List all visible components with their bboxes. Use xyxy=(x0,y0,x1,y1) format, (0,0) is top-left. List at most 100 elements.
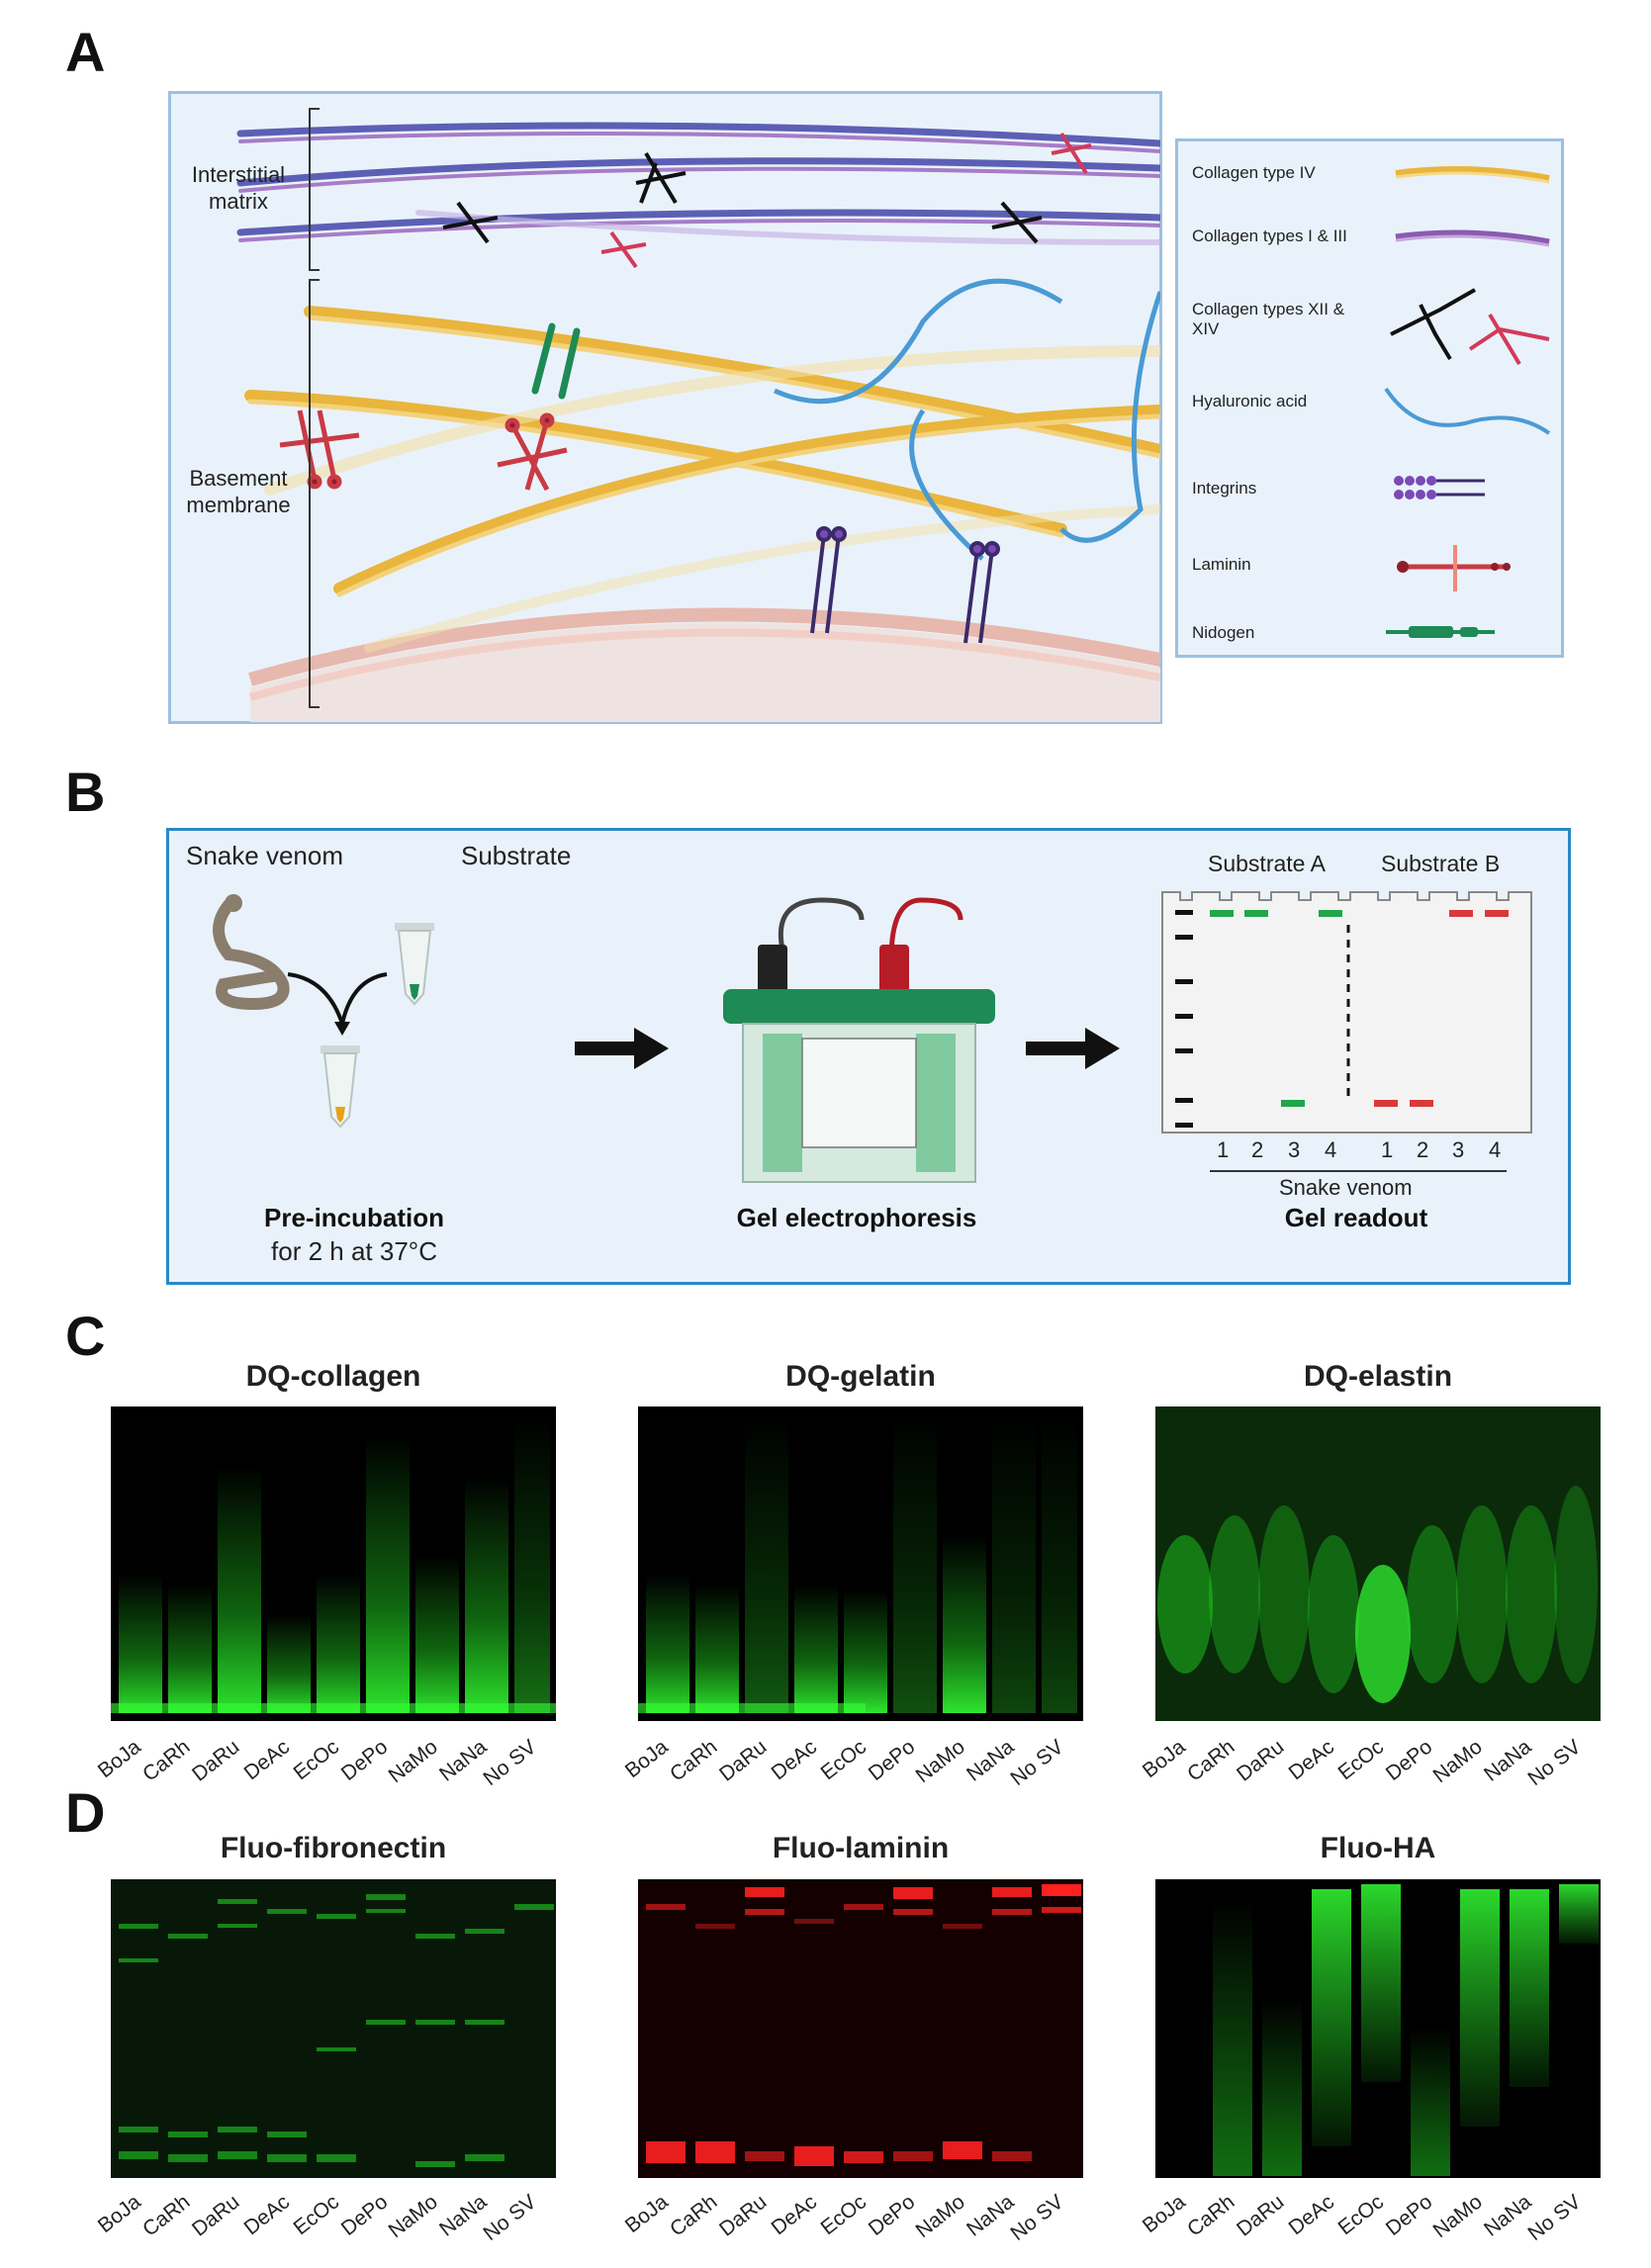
lane-label: EcOc xyxy=(289,2190,343,2240)
ecm-scene xyxy=(236,108,1160,722)
basement-membrane-label: Basement membrane xyxy=(186,466,291,517)
gel-fluo-fibronectin-bands xyxy=(119,1894,554,2167)
lane-label: DaRu xyxy=(188,1735,244,1786)
lane-label: EcOc xyxy=(816,1735,871,1785)
lane-label: NaMo xyxy=(384,2190,442,2243)
lane-label: No SV xyxy=(1523,2190,1586,2246)
lane-label: NaMo xyxy=(1428,1735,1487,1788)
collagen-i-iii-fibers xyxy=(236,122,1160,245)
interstitial-matrix-label: Interstitial matrix xyxy=(191,162,286,214)
lane-label: BoJa xyxy=(620,2190,673,2238)
collagen-i-iii-icon xyxy=(1395,229,1550,247)
lane-label: NaMo xyxy=(911,1735,969,1788)
lane-label: CaRh xyxy=(1183,2190,1239,2241)
legend-label-laminin: Laminin xyxy=(1192,555,1251,574)
legend-label-nidogen: Nidogen xyxy=(1192,623,1255,642)
gel-dq-collagen-lanes xyxy=(111,1416,556,1713)
integrin-molecules xyxy=(810,526,1000,644)
lane-label: NaMo xyxy=(1428,2190,1487,2243)
snake-venom-label: Snake venom xyxy=(186,841,343,870)
gel-dq-elastin xyxy=(1155,1406,1601,1721)
lane-label: DaRu xyxy=(1233,1735,1289,1786)
substrate-tube-icon xyxy=(395,923,434,1006)
substrate-label: Substrate xyxy=(461,841,572,870)
lane-label: DeAc xyxy=(1284,2190,1338,2240)
nidogen-icon xyxy=(1386,626,1495,638)
lane-label: BoJa xyxy=(93,2190,145,2238)
snake-head xyxy=(225,894,242,912)
panel-label-d: D xyxy=(65,1781,106,1844)
lane-number-a1: 1 xyxy=(1217,1137,1230,1162)
lane-label: CaRh xyxy=(666,2190,722,2241)
lane-label: DeAc xyxy=(239,2190,294,2240)
gel-readout-diagram xyxy=(1161,891,1532,1134)
gel-title-fluo-ha: Fluo-HA xyxy=(1320,1832,1436,1864)
lane-label: NaMo xyxy=(384,1735,442,1788)
lane-number-b1: 1 xyxy=(1381,1137,1394,1162)
ladder-marks xyxy=(1175,910,1193,1128)
lane-label: DePo xyxy=(337,1735,393,1786)
gel-dq-gelatin xyxy=(638,1406,1083,1721)
lane-label: DePo xyxy=(865,1735,920,1786)
gel-title-dq-gelatin: DQ-gelatin xyxy=(785,1360,936,1393)
gel-title-fluo-fibronectin: Fluo-fibronectin xyxy=(220,1832,447,1864)
gel-title-fluo-laminin: Fluo-laminin xyxy=(772,1832,950,1864)
lane-number-b2: 2 xyxy=(1417,1137,1429,1162)
substrate-b-label: Substrate B xyxy=(1381,851,1501,876)
lane-label: BoJa xyxy=(620,1735,673,1783)
gel-dq-elastin-lanes xyxy=(1157,1486,1598,1703)
lane-label: DaRu xyxy=(715,1735,772,1786)
lane-label: DeAc xyxy=(767,1735,821,1785)
gel-fluo-ha xyxy=(1155,1879,1601,2178)
panel-label-c: C xyxy=(65,1305,106,1367)
panel-label-a: A xyxy=(65,21,106,83)
lane-number-b4: 4 xyxy=(1489,1137,1502,1162)
gel-readout-title: Gel readout xyxy=(1284,1203,1428,1232)
lane-label: No SV xyxy=(479,1735,541,1791)
gel-title-dq-collagen: DQ-collagen xyxy=(245,1360,421,1393)
lane-label: CaRh xyxy=(1183,1735,1239,1786)
gel-electrophoresis-title: Gel electrophoresis xyxy=(736,1203,977,1232)
lane-label: DeAc xyxy=(239,1735,294,1785)
lane-label: EcOc xyxy=(1333,2190,1388,2240)
lane-label: BoJa xyxy=(1138,1735,1190,1783)
gel-fluo-ha-smears xyxy=(1213,1884,1599,2176)
nidogen-molecules xyxy=(531,322,581,400)
lane-label: CaRh xyxy=(666,1735,722,1786)
panel-label-b: B xyxy=(65,761,106,823)
lane-label: EcOc xyxy=(816,2190,871,2240)
lane-label: DeAc xyxy=(767,2190,821,2240)
legend-label-collagen-iv: Collagen type IV xyxy=(1192,163,1316,182)
interstitial-bracket xyxy=(309,108,320,271)
lane-label: CaRh xyxy=(138,1735,195,1786)
lane-label: DePo xyxy=(865,2190,920,2241)
collagen-iv-icon xyxy=(1395,166,1550,184)
lane-label: NaMo xyxy=(911,2190,969,2243)
lane-label: No SV xyxy=(1006,1735,1068,1791)
lane-number-a2: 2 xyxy=(1251,1137,1264,1162)
arrow-2-icon xyxy=(1026,1028,1120,1069)
lane-label: BoJa xyxy=(93,1735,145,1783)
gel-fluo-laminin xyxy=(638,1879,1083,2178)
collagen-xii-xiv-crosses xyxy=(442,132,1092,269)
laminin-molecules xyxy=(279,409,568,492)
lane-label: No SV xyxy=(1523,1735,1586,1791)
gel-title-dq-elastin: DQ-elastin xyxy=(1303,1360,1453,1393)
substrate-a-label: Substrate A xyxy=(1208,851,1326,876)
legend-label-hyaluronic-acid: Hyaluronic acid xyxy=(1192,392,1308,410)
pre-incubation-sub: for 2 h at 37°C xyxy=(271,1236,437,1266)
snake-icon xyxy=(213,899,290,1011)
pre-incubation-title: Pre-incubation xyxy=(263,1203,444,1232)
lane-number-a3: 3 xyxy=(1288,1137,1301,1162)
legend-label-integrins: Integrins xyxy=(1192,479,1257,498)
lane-label: DePo xyxy=(1382,1735,1437,1786)
lane-label: EcOc xyxy=(1333,1735,1388,1785)
lane-label: BoJa xyxy=(1138,2190,1190,2238)
panel-a-illustration: Interstitial matrix Basement membrane xyxy=(168,91,1162,724)
laminin-icon xyxy=(1397,545,1511,591)
lane-label: CaRh xyxy=(138,2190,195,2241)
collagen-xii-xiv-icon xyxy=(1390,288,1550,366)
lane-label: DeAc xyxy=(1284,1735,1338,1785)
lane-label: No SV xyxy=(1006,2190,1068,2246)
hyaluronic-acid-icon xyxy=(1384,387,1551,435)
